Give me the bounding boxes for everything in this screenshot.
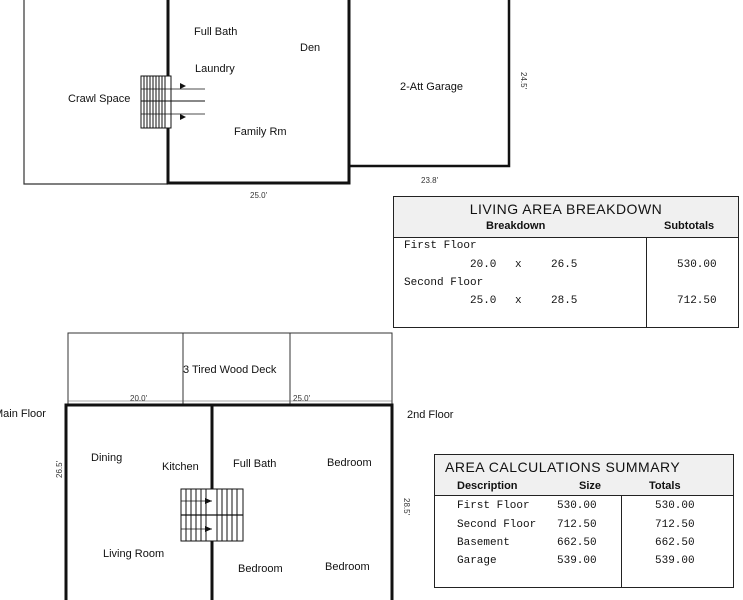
row-description: Garage <box>457 555 497 567</box>
lower-floor-plan: 3 Tired Wood Deck 20.0' 25.0' <box>0 332 454 600</box>
room-label: Kitchen <box>162 461 199 473</box>
area-calculations-summary-table: AREA CALCULATIONS SUMMARY Description Si… <box>434 454 734 588</box>
row-size: 539.00 <box>557 555 597 567</box>
room-label: Bedroom <box>325 561 370 573</box>
wood-deck <box>67 332 393 405</box>
room-label: 2-Att Garage <box>400 81 463 93</box>
room-label: Dining <box>91 452 122 464</box>
subtotal-value: 712.50 <box>677 295 717 307</box>
column-header: Size <box>579 480 602 492</box>
room-label: Laundry <box>195 63 235 75</box>
deck-label: 3 Tired Wood Deck <box>183 364 277 376</box>
row-description: First Floor <box>457 500 530 512</box>
row-total: 530.00 <box>655 500 695 512</box>
subtotal-value: 530.00 <box>677 259 717 271</box>
dimension-label: 25.0' <box>250 191 268 200</box>
column-header: Breakdown <box>486 220 546 232</box>
garage-wall <box>349 0 511 168</box>
main-floor-label: Main Floor <box>0 408 46 420</box>
second-floor-label: 2nd Floor <box>407 409 454 421</box>
row-description: Basement <box>457 537 510 549</box>
times-sign: x <box>515 259 522 271</box>
column-header: Totals <box>649 480 681 492</box>
row-total: 539.00 <box>655 555 695 567</box>
row-total: 712.50 <box>655 519 695 531</box>
dimension-b: 26.5 <box>551 259 578 271</box>
dimension-label: 25.0' <box>293 394 311 403</box>
row-total: 662.50 <box>655 537 695 549</box>
living-area-breakdown-table: LIVING AREA BREAKDOWN Breakdown Subtotal… <box>393 196 739 328</box>
row-size: 712.50 <box>557 519 597 531</box>
row-size: 530.00 <box>557 500 597 512</box>
room-label: Bedroom <box>327 457 372 469</box>
upper-stairs-icon <box>140 75 205 129</box>
dimension-a: 25.0 <box>470 295 497 307</box>
dimension-label: 23.8' <box>421 176 439 185</box>
dimension-label: 20.0' <box>130 394 148 403</box>
dimension-label: 24.5' <box>519 72 528 90</box>
column-header: Description <box>457 480 518 492</box>
room-label: Bedroom <box>238 563 283 575</box>
lower-stairs-icon <box>180 488 244 542</box>
crawl-space-wall <box>23 0 168 185</box>
room-label: Family Rm <box>234 126 287 138</box>
row-size: 662.50 <box>557 537 597 549</box>
column-header: Subtotals <box>664 220 715 232</box>
room-label: Full Bath <box>194 26 237 38</box>
dimension-label: 28.5' <box>402 498 411 516</box>
dimension-a: 20.0 <box>470 259 497 271</box>
upper-floor-plan: Full Bath Den Laundry Crawl Space 2-Att … <box>23 0 528 200</box>
row-description: Second Floor <box>457 519 537 531</box>
table-title: AREA CALCULATIONS SUMMARY <box>445 459 681 475</box>
room-label: Full Bath <box>233 458 276 470</box>
room-label: Living Room <box>103 548 164 560</box>
section-name: First Floor <box>404 240 477 252</box>
section-name: Second Floor <box>404 277 484 289</box>
room-label: Crawl Space <box>68 93 130 105</box>
table-title: LIVING AREA BREAKDOWN <box>469 201 663 217</box>
room-label: Den <box>300 42 320 54</box>
times-sign: x <box>515 295 522 307</box>
dimension-label: 26.5' <box>55 460 64 478</box>
dimension-b: 28.5 <box>551 295 578 307</box>
